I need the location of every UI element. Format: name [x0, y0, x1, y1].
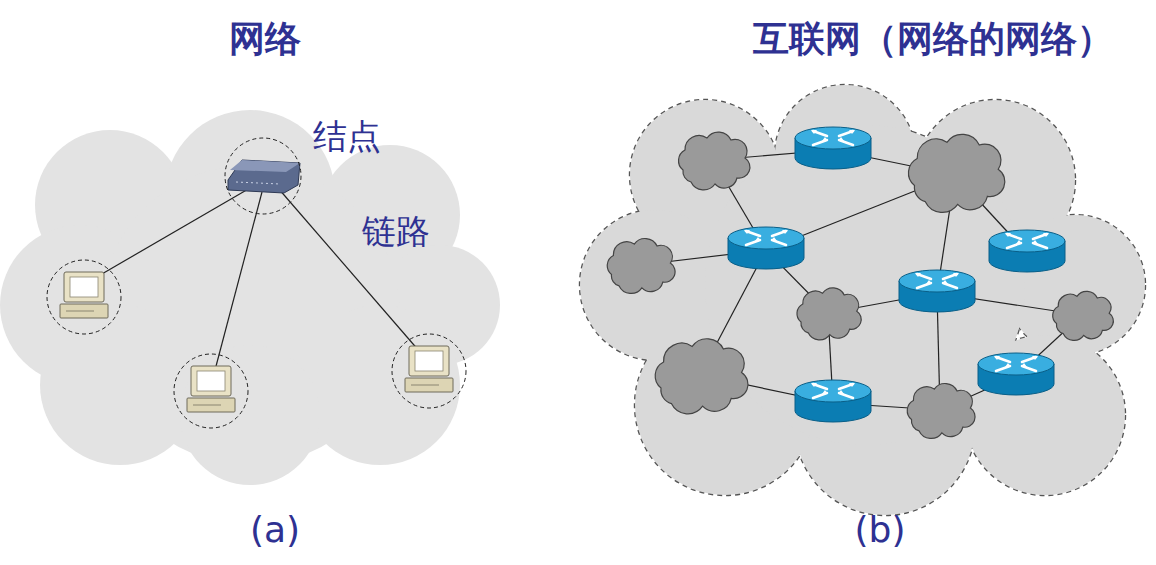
panel-caption: (b): [855, 508, 906, 551]
sub-network-clouds: [607, 132, 1113, 438]
callout-label: 链路: [362, 211, 430, 252]
panel-title: 网络: [30, 17, 500, 61]
panel-caption: (a): [250, 508, 300, 551]
computer-icons: [47, 260, 466, 428]
cloud-outline: [0, 85, 500, 485]
panel-title: 互联网（网络的网络）: [715, 17, 1150, 61]
callout-label: 结点: [313, 116, 381, 157]
router-icons: [728, 127, 1065, 422]
network-cloud: 网络: [0, 85, 500, 485]
internet-cloud: 互联网（网络的网络）: [575, 85, 1150, 505]
switch-node: [225, 138, 301, 214]
cloud-outline: [575, 85, 1150, 505]
